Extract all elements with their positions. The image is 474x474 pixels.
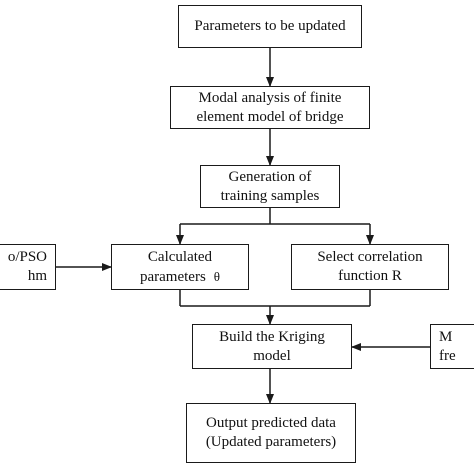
node-label-line-2: model	[253, 347, 291, 364]
node-output-predicted-data: Output predicted data (Updated parameter…	[186, 403, 356, 463]
node-build-kriging-model: Build the Kriging model	[192, 324, 352, 369]
node-label-line-2: function R	[338, 268, 402, 284]
node-label-line-1: Generation of	[228, 168, 312, 185]
node-label-line-1: o/PSO	[7, 249, 47, 265]
node-label-line-2: (Updated parameters)	[205, 434, 337, 450]
theta-symbol: θ	[213, 268, 221, 284]
node-modal-analysis: Modal analysis of finite element model o…	[170, 86, 370, 129]
node-label-line-1: Modal analysis of finite	[198, 89, 342, 106]
node-label-line-2: fre	[439, 347, 456, 364]
node-label-line-1: M	[439, 328, 453, 345]
node-calculated-parameters: Calculated parameters θ	[111, 244, 249, 290]
node-label-line-2: element model of bridge	[196, 108, 344, 125]
node-label-text: parameters	[139, 268, 206, 285]
node-label-line-1: Build the Kriging	[219, 328, 325, 345]
node-label-line-1: Calculated	[147, 248, 213, 265]
node-label-line-1: Output predicted data	[206, 415, 336, 431]
node-select-correlation-function: Select correlation function R	[291, 244, 449, 290]
node-right-partial: M fre	[430, 324, 474, 369]
node-label-line-2: hm	[27, 268, 47, 284]
node-label-line-2: parameters θ	[140, 267, 220, 287]
node-parameters-to-be-updated: Parameters to be updated	[178, 5, 362, 48]
node-generation-of-training-samples: Generation of training samples	[200, 165, 340, 208]
node-left-partial: o/PSO hm	[0, 244, 56, 290]
node-label: Parameters to be updated	[194, 18, 346, 34]
node-label-line-1: Select correlation	[317, 249, 423, 265]
node-label-line-2: training samples	[220, 187, 320, 204]
